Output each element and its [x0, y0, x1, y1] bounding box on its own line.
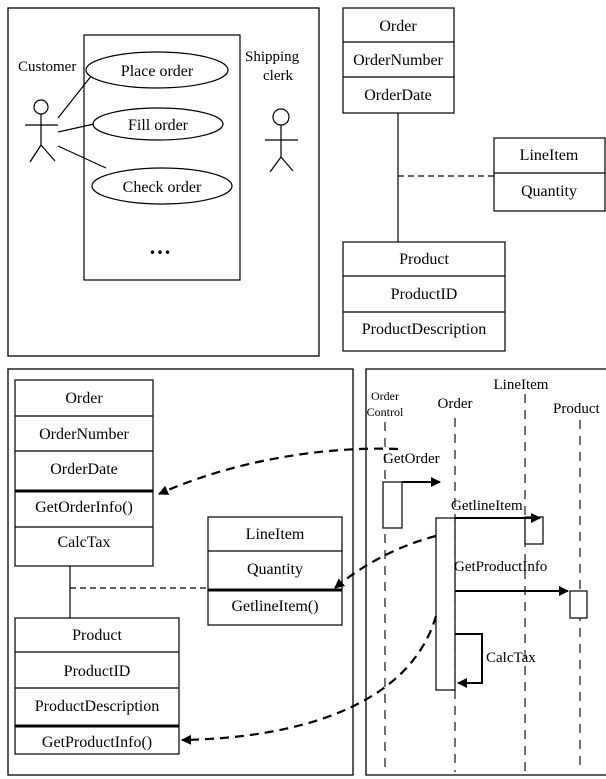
detailed-product-attr-id: ProductID	[64, 663, 131, 680]
class-order-name: Order	[379, 18, 417, 35]
detailed-product-name: Product	[72, 627, 122, 644]
actor-customer-icon	[25, 99, 58, 163]
actor-clerk-label-2: clerk	[263, 68, 293, 84]
class-lineitem-attr-quantity: Quantity	[521, 183, 577, 200]
use-case-frame	[7, 7, 320, 357]
actor-customer-label: Customer	[18, 59, 76, 75]
use-case-diagram: Customer Shipping clerk Place order Fill…	[7, 7, 320, 357]
detailed-order-name: Order	[65, 390, 103, 407]
detailed-order-op-calctax: CalcTax	[57, 534, 110, 551]
class-lineitem-name: LineItem	[520, 147, 579, 164]
lifeline-lineitem-label: LineItem	[494, 377, 549, 393]
mapping-getproductinfo-arrow	[181, 615, 438, 745]
detailed-lineitem-name: LineItem	[246, 526, 305, 543]
message-calctax-arrow	[455, 633, 483, 688]
assoc-check-order	[57, 145, 107, 169]
lifeline-order-label: Order	[438, 396, 473, 412]
mapping-arrows	[158, 447, 438, 745]
class-diagram: Order OrderNumber OrderDate LineItem Qua…	[342, 7, 606, 352]
use-case-place-order-label: Place order	[121, 63, 194, 80]
detailed-product-box	[14, 617, 180, 755]
use-case-check-order-label: Check order	[123, 179, 202, 196]
class-product-attr-id: ProductID	[391, 286, 458, 303]
detailed-product-op-getproductinfo: GetProductInfo()	[42, 734, 152, 751]
sequence-frame	[365, 368, 606, 776]
detailed-order-box	[14, 379, 154, 567]
use-case-place-order	[85, 51, 229, 89]
message-getorder-label: GetOrder	[383, 451, 440, 467]
lifeline-ordercontrol-label-1: Order	[371, 389, 399, 403]
detailed-lineitem-op-getlineitem: GetlineItem()	[231, 598, 318, 615]
mapping-getorder-arrow	[158, 447, 399, 496]
activation-lineitem	[524, 516, 544, 545]
detailed-order-attr-date: OrderDate	[50, 461, 118, 478]
class-order-box	[342, 7, 455, 114]
detailed-lineitem-attr-quantity: Quantity	[247, 561, 303, 578]
assoc-place-order	[57, 69, 97, 119]
activation-ordercontrol	[382, 481, 403, 529]
sequence-diagram: Order Control Order LineItem Product Get…	[365, 368, 606, 776]
class-product-name: Product	[399, 251, 449, 268]
actor-clerk-icon	[265, 108, 298, 173]
message-getproductinfo-label: GetProductInfo	[454, 559, 547, 575]
mapping-getlineitem-arrow	[334, 534, 437, 589]
detailed-class-diagram: Order OrderNumber OrderDate GetOrderInfo…	[7, 368, 354, 776]
activation-order	[435, 517, 456, 691]
actor-clerk-label-1: Shipping	[245, 49, 300, 65]
class-order-attr-number: OrderNumber	[353, 52, 443, 69]
detailed-lineitem-box	[207, 516, 343, 626]
use-case-check-order	[91, 167, 233, 205]
detailed-order-op-getorderinfo: GetOrderInfo()	[35, 499, 133, 516]
class-lineitem-box	[493, 137, 606, 212]
class-product-attr-description: ProductDescription	[362, 321, 486, 338]
use-case-fill-order	[92, 107, 224, 141]
more-use-cases-ellipsis: ...	[150, 234, 173, 259]
detailed-product-attr-description: ProductDescription	[35, 698, 159, 715]
message-calctax-label: CalcTax	[486, 650, 536, 666]
detailed-class-frame	[7, 368, 354, 776]
lifeline-product-label: Product	[553, 401, 600, 417]
class-product-box	[342, 241, 506, 352]
use-case-fill-order-label: Fill order	[128, 117, 189, 134]
detailed-order-attr-number: OrderNumber	[39, 426, 129, 443]
assoc-fill-order	[57, 123, 95, 133]
class-order-attr-date: OrderDate	[364, 87, 432, 104]
activation-product	[569, 590, 588, 619]
lifeline-ordercontrol-label-2: Control	[367, 405, 404, 419]
message-getlineitem-label: GetlineItem	[451, 498, 523, 514]
